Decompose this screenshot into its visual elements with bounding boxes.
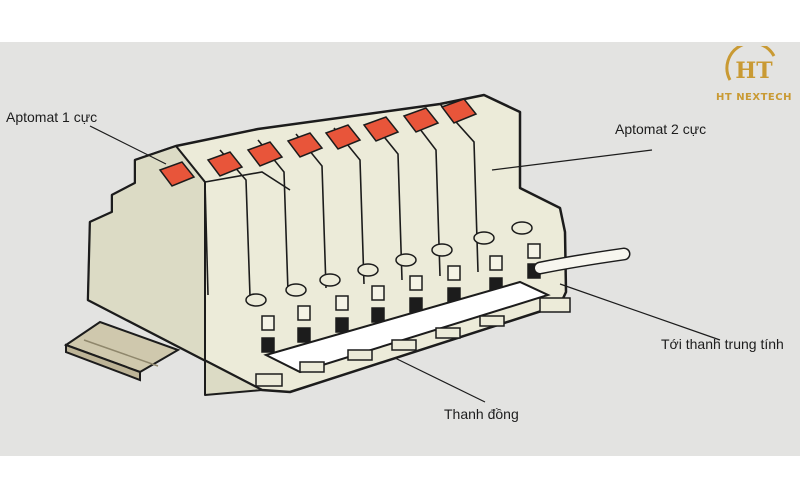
brand-logo: HT HT NEXTECH bbox=[712, 41, 796, 106]
label-copper-bar: Thanh đồng bbox=[444, 406, 519, 422]
brand-name: HT NEXTECH bbox=[716, 92, 792, 103]
label-to-neutral-bar: Tới thanh trung tính bbox=[661, 336, 784, 352]
svg-text:HT: HT bbox=[735, 58, 773, 84]
terminal-screws bbox=[245, 221, 533, 307]
ht-nextech-logo-icon: HT bbox=[725, 41, 776, 84]
label-double-pole-breaker: Aptomat 2 cực bbox=[615, 121, 707, 137]
din-rail bbox=[63, 320, 181, 382]
toggle-levers bbox=[158, 98, 478, 187]
label-single-pole-breaker: Aptomat 1 cực bbox=[6, 109, 98, 125]
copper-busbar bbox=[255, 280, 571, 387]
neutral-wire bbox=[533, 247, 631, 275]
terminal-slots bbox=[261, 243, 541, 353]
leader-lines bbox=[89, 125, 721, 403]
